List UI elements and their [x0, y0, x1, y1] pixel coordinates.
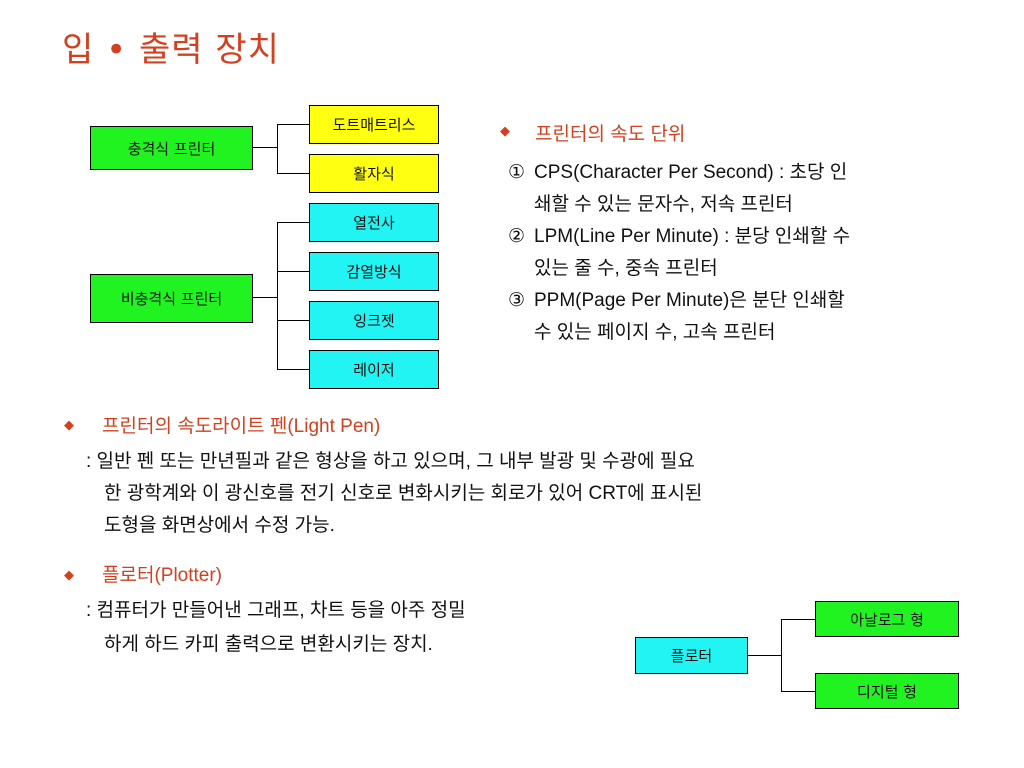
connector: [253, 297, 277, 298]
connector: [781, 619, 782, 692]
connector: [277, 173, 309, 174]
connector: [277, 222, 309, 223]
text-line: 한 광학계와 이 광신호를 전기 신호로 변화시키는 회로가 있어 CRT에 표…: [104, 483, 703, 504]
text-line: : 일반 펜 또는 만년필과 같은 형상을 하고 있으며, 그 내부 발광 및 …: [86, 451, 695, 472]
connector: [277, 271, 309, 272]
nonimpact-printer-box: 비충격식 프린터: [90, 274, 253, 323]
speed-heading: 프린터의 속도 단위: [535, 124, 686, 145]
connector: [781, 619, 815, 620]
inkjet-box: 잉크젯: [309, 301, 439, 340]
speed-item-continuation: 있는 줄 수, 중속 프린터: [534, 258, 718, 279]
diamond-bullet-icon: ◆: [64, 418, 74, 433]
dot-matrix-box: 도트매트리스: [309, 105, 439, 144]
text-line: : 컴퓨터가 만들어낸 그래프, 차트 등을 아주 정밀: [86, 600, 466, 621]
speed-item: ③ PPM(Page Per Minute)은 분단 인쇄할: [508, 285, 850, 317]
type-printer-box: 활자식: [309, 154, 439, 193]
plotter-root-box: 플로터: [635, 637, 748, 674]
laser-box: 레이저: [309, 350, 439, 389]
speed-item-continuation: 쇄할 수 있는 문자수, 저속 프린터: [534, 194, 793, 215]
item-number: ②: [508, 226, 526, 247]
digital-plotter-box: 디지털 형: [815, 673, 959, 709]
speed-item: ① CPS(Character Per Second) : 초당 인: [508, 157, 850, 189]
connector: [277, 320, 309, 321]
connector: [277, 124, 278, 174]
connector: [748, 655, 781, 656]
diamond-bullet-icon: ◆: [500, 124, 510, 139]
item-text: PPM(Page Per Minute)은 분단 인쇄할: [534, 290, 845, 311]
connector: [253, 147, 277, 148]
connector: [277, 369, 309, 370]
impact-printer-box: 충격식 프린터: [90, 126, 253, 170]
plotter-description: : 컴퓨터가 만들어낸 그래프, 차트 등을 아주 정밀 하게 하드 카피 출력…: [86, 594, 466, 662]
diamond-bullet-icon: ◆: [64, 568, 74, 583]
item-number: ③: [508, 290, 526, 311]
analog-plotter-box: 아날로그 형: [815, 601, 959, 637]
connector: [781, 691, 815, 692]
speed-list: ① CPS(Character Per Second) : 초당 인 쇄할 수 있…: [508, 157, 850, 349]
light-pen-description: : 일반 펜 또는 만년필과 같은 형상을 하고 있으며, 그 내부 발광 및 …: [86, 446, 702, 542]
item-text: LPM(Line Per Minute) : 분당 인쇄할 수: [534, 226, 851, 247]
text-line: 하게 하드 카피 출력으로 변환시키는 장치.: [104, 634, 433, 655]
thermal-box: 감열방식: [309, 252, 439, 291]
connector: [277, 222, 278, 370]
light-pen-heading: 프린터의 속도라이트 펜(Light Pen): [102, 416, 381, 437]
thermal-transfer-box: 열전사: [309, 203, 439, 242]
speed-item: ② LPM(Line Per Minute) : 분당 인쇄할 수: [508, 221, 850, 253]
speed-item-continuation: 수 있는 페이지 수, 고속 프린터: [534, 322, 776, 343]
item-text: CPS(Character Per Second) : 초당 인: [534, 162, 848, 183]
item-number: ①: [508, 162, 526, 183]
text-line: 도형을 화면상에서 수정 가능.: [104, 515, 335, 536]
connector: [277, 124, 309, 125]
plotter-heading: 플로터(Plotter): [102, 565, 223, 586]
slide-title: 입 • 출력 장치: [62, 30, 280, 70]
